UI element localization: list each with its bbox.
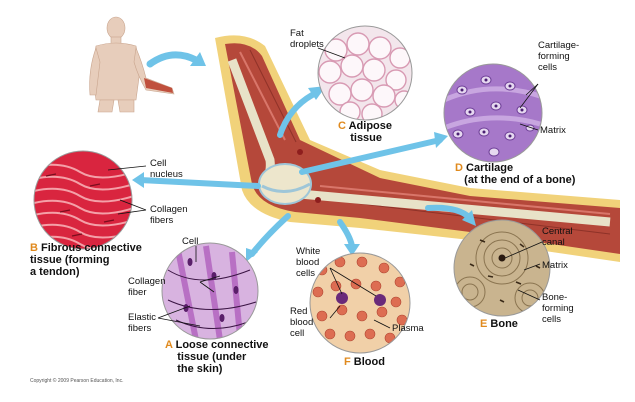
bone-circle — [453, 219, 551, 317]
caption-fibrous: B Fibrous connective tissue (forming a t… — [30, 242, 142, 278]
label-fat-droplets: Fat droplets — [290, 28, 324, 50]
arm-highlight — [144, 78, 173, 93]
fibrous-tissue-circle — [33, 150, 133, 250]
label-collagen-fibers: Collagen fibers — [150, 204, 188, 226]
label-cartilage-forming-cells: Cartilage- forming cells — [538, 40, 580, 73]
label-plasma: Plasma — [392, 323, 424, 334]
arrows-to-tissues — [132, 86, 476, 262]
copyright-notice: Copyright © 2009 Pearson Education, Inc. — [30, 378, 124, 384]
adipose-tissue-circle — [317, 25, 413, 121]
label-red-blood-cell: Red blood cell — [290, 306, 314, 339]
loose-connective-circle — [161, 242, 259, 340]
label-elastic-fibers: Elastic fibers — [128, 312, 156, 334]
label-cell: Cell — [182, 236, 199, 247]
label-collagen-fiber: Collagen fiber — [128, 276, 166, 298]
caption-adipose: C Adipose tissue — [338, 120, 392, 144]
caption-loose-connective: A Loose connective tissue (under the ski… — [165, 339, 269, 375]
cartilage-circle — [443, 63, 543, 163]
caption-blood: F Blood — [344, 356, 385, 368]
label-white-blood-cells: White blood cells — [296, 246, 321, 279]
label-matrix-bone: Matrix — [542, 260, 568, 271]
blood-circle — [309, 252, 411, 354]
label-matrix-cartilage: Matrix — [540, 125, 566, 136]
caption-cartilage: D Cartilage (at the end of a bone) — [455, 162, 576, 186]
label-central-canal: Central canal — [542, 226, 573, 248]
caption-bone: E Bone — [480, 318, 518, 330]
label-cell-nucleus: Cell nucleus — [150, 158, 183, 180]
human-figure — [89, 16, 175, 113]
label-bone-forming-cells: Bone- forming cells — [542, 292, 574, 325]
arrow-figure-to-arm — [146, 51, 206, 68]
leader-lines — [107, 47, 543, 329]
